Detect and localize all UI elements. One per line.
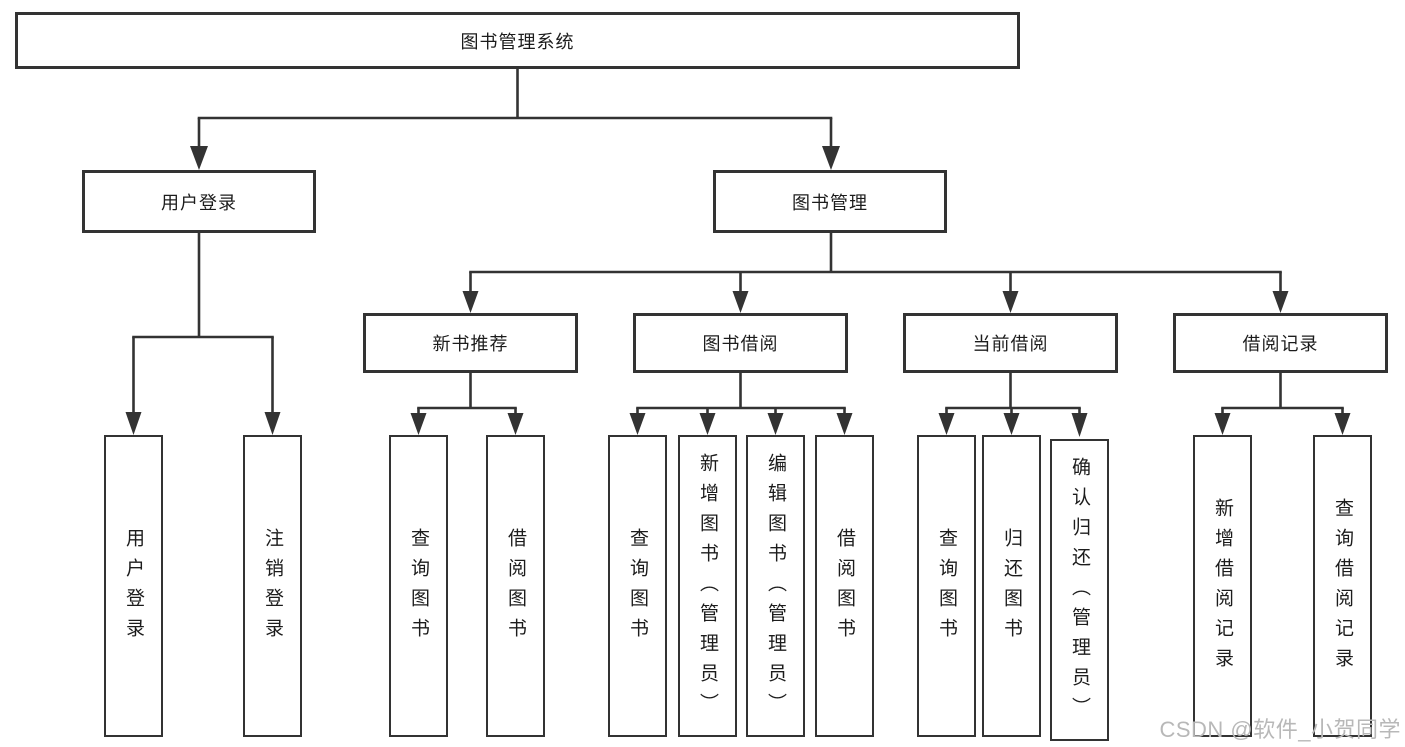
leaf-edit-books-admin: 编辑图书（管理员） — [746, 435, 805, 737]
connector-current-to-leaves — [938, 372, 1088, 437]
node-book-borrowing: 图书借阅 — [633, 313, 848, 373]
leaf-query-borrow-record: 查询借阅记录 — [1313, 435, 1372, 737]
csdn-watermark: CSDN @软件_小贺同学 — [1159, 717, 1401, 742]
leaf-query-books-1: 查询图书 — [389, 435, 448, 737]
leaf-add-books-admin: 新增图书（管理员） — [678, 435, 737, 737]
leaf-user-login: 用户登录 — [104, 435, 163, 737]
node-current-borrowing: 当前借阅 — [903, 313, 1118, 373]
node-borrowing-records: 借阅记录 — [1173, 313, 1388, 373]
leaf-borrow-books-2: 借阅图书 — [815, 435, 874, 737]
leaf-query-books-2: 查询图书 — [608, 435, 667, 737]
connector-borrow-to-leaves — [629, 372, 853, 435]
connector-bookmgmt-to-level3 — [462, 232, 1289, 313]
node-library-management-system: 图书管理系统 — [15, 12, 1020, 69]
connector-root-to-level2 — [190, 69, 840, 170]
connector-records-to-leaves — [1214, 372, 1351, 435]
leaf-return-books: 归还图书 — [982, 435, 1041, 737]
leaf-query-books-3: 查询图书 — [917, 435, 976, 737]
node-user-login: 用户登录 — [82, 170, 316, 233]
leaf-logout: 注销登录 — [243, 435, 302, 737]
leaf-confirm-return-admin: 确认归还（管理员） — [1050, 439, 1109, 741]
connector-userlogin-to-leaves — [125, 232, 281, 435]
node-new-book-recommend: 新书推荐 — [363, 313, 578, 373]
leaf-add-borrow-record: 新增借阅记录 — [1193, 435, 1252, 737]
leaf-borrow-books-1: 借阅图书 — [486, 435, 545, 737]
connector-newbook-to-leaves — [410, 372, 524, 435]
node-book-management: 图书管理 — [713, 170, 947, 233]
